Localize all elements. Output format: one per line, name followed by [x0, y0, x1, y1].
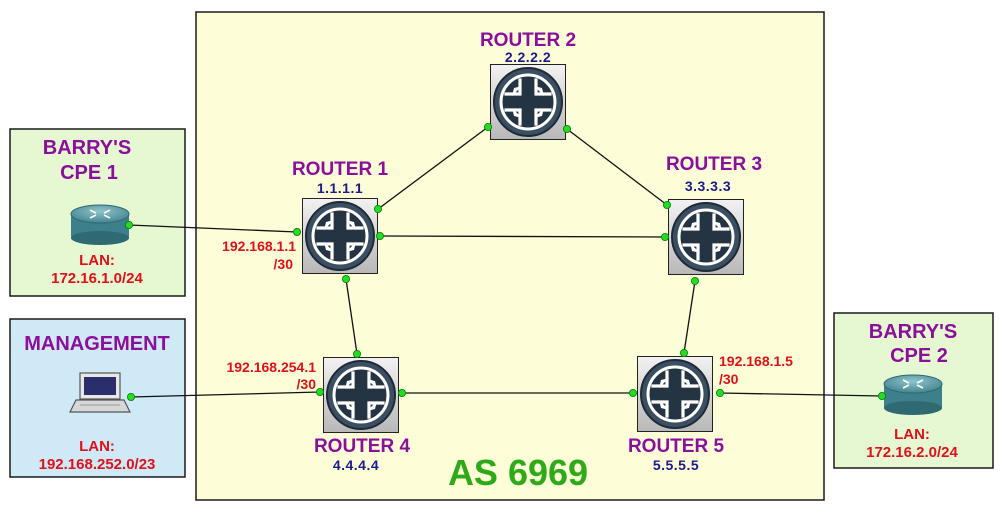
r4-mgmt-mask: /30 — [297, 376, 317, 392]
cpe2-title-line1: BARRY'S — [869, 321, 957, 343]
router-4-name: ROUTER 4 — [314, 436, 411, 457]
router-5-name: ROUTER 5 — [628, 436, 725, 457]
management-title: MANAGEMENT — [24, 333, 170, 355]
link-r3-r5 — [683, 280, 696, 354]
links — [128, 126, 883, 398]
cpe1-title-line1: BARRY'S — [43, 137, 131, 159]
r1-cpe1-ip: 192.168.1.1 — [222, 238, 296, 254]
management-lan: 192.168.252.0/23 — [39, 456, 156, 473]
link-r2-r3 — [566, 128, 668, 206]
router-3-id: 3.3.3.3 — [685, 178, 731, 194]
management-lan-label: LAN: — [79, 438, 115, 455]
cpe2-router-icon[interactable] — [883, 374, 943, 415]
router-1-icon[interactable] — [302, 198, 378, 274]
router-1-name: ROUTER 1 — [292, 159, 389, 180]
link-r1-r3 — [379, 235, 666, 238]
cpe1-title-line2: CPE 1 — [60, 162, 118, 184]
as-label: AS 6969 — [448, 452, 588, 493]
router-3-name: ROUTER 3 — [666, 154, 762, 175]
router-2-id: 2.2.2.2 — [505, 49, 551, 65]
link-r1-r2 — [377, 126, 489, 210]
r1-cpe1-mask: /30 — [274, 256, 294, 272]
cpe2-lan: 172.16.2.0/24 — [866, 444, 958, 461]
cpe1-router-icon[interactable] — [70, 204, 130, 245]
cpe1-lan: 172.16.1.0/24 — [51, 270, 143, 287]
r5-cpe2-ip: 192.168.1.5 — [719, 353, 793, 369]
link-r1-cpe1 — [128, 224, 298, 233]
cpe2-lan-label: LAN: — [894, 426, 930, 443]
link-r5-cpe2 — [719, 392, 883, 397]
router-2-name: ROUTER 2 — [480, 30, 576, 51]
link-dots — [125, 123, 887, 401]
router-5-icon[interactable] — [637, 356, 713, 432]
router-2-icon[interactable] — [490, 64, 566, 140]
management-laptop-icon[interactable] — [69, 372, 131, 413]
link-r4-mgmt — [130, 391, 321, 398]
link-r1-r4 — [345, 278, 358, 355]
cpe1-lan-label: LAN: — [79, 252, 115, 269]
router-3-icon[interactable] — [668, 199, 744, 275]
router-1-id: 1.1.1.1 — [317, 180, 363, 196]
router-4-id: 4.4.4.4 — [333, 457, 379, 473]
cpe2-title-line2: CPE 2 — [890, 345, 948, 367]
r5-cpe2-mask: /30 — [719, 371, 739, 387]
router-4-icon[interactable] — [323, 357, 399, 433]
r4-mgmt-ip: 192.168.254.1 — [226, 359, 316, 375]
router-5-id: 5.5.5.5 — [653, 457, 699, 473]
